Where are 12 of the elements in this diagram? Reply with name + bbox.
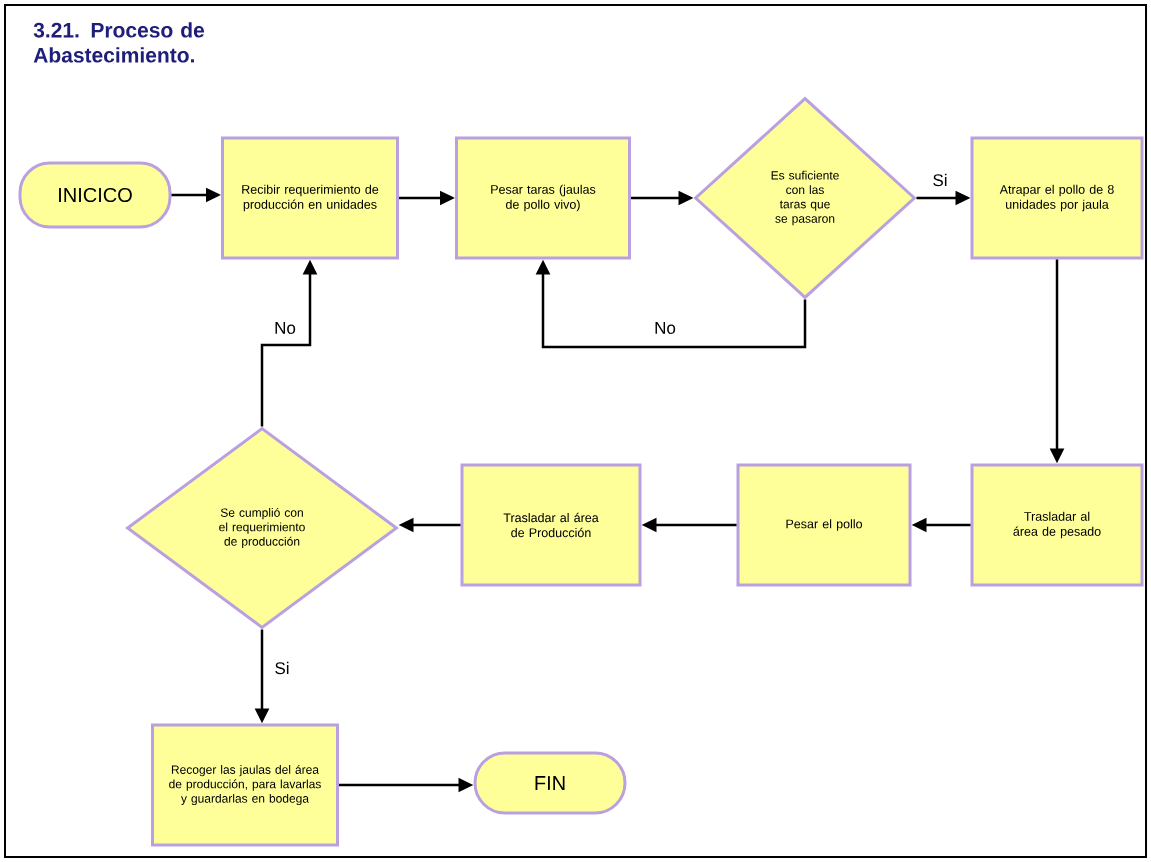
edge-label: Si <box>931 172 949 188</box>
edge-label: Si <box>273 660 291 676</box>
process-box: Recibir requerimiento de producción en unidades <box>221 136 399 260</box>
process-box: Pesar taras (jaulas de pollo vivo) <box>455 136 631 260</box>
process-box: Recoger las jaulas del área de producción, para lavarlas y guardarlas en bodega <box>151 723 339 847</box>
process-box: Atrapar el pollo de 8 unidades por jaula <box>970 136 1144 260</box>
title: 3.21. Proceso de Abastecimiento. <box>33 22 205 63</box>
process-box: Trasladar al área de pesado <box>970 463 1144 587</box>
edge-label: No <box>273 321 297 335</box>
process-box: Trasladar al área de Producción <box>460 463 642 587</box>
process-box: Pesar el pollo <box>736 463 912 587</box>
edge-label: No <box>653 321 677 335</box>
